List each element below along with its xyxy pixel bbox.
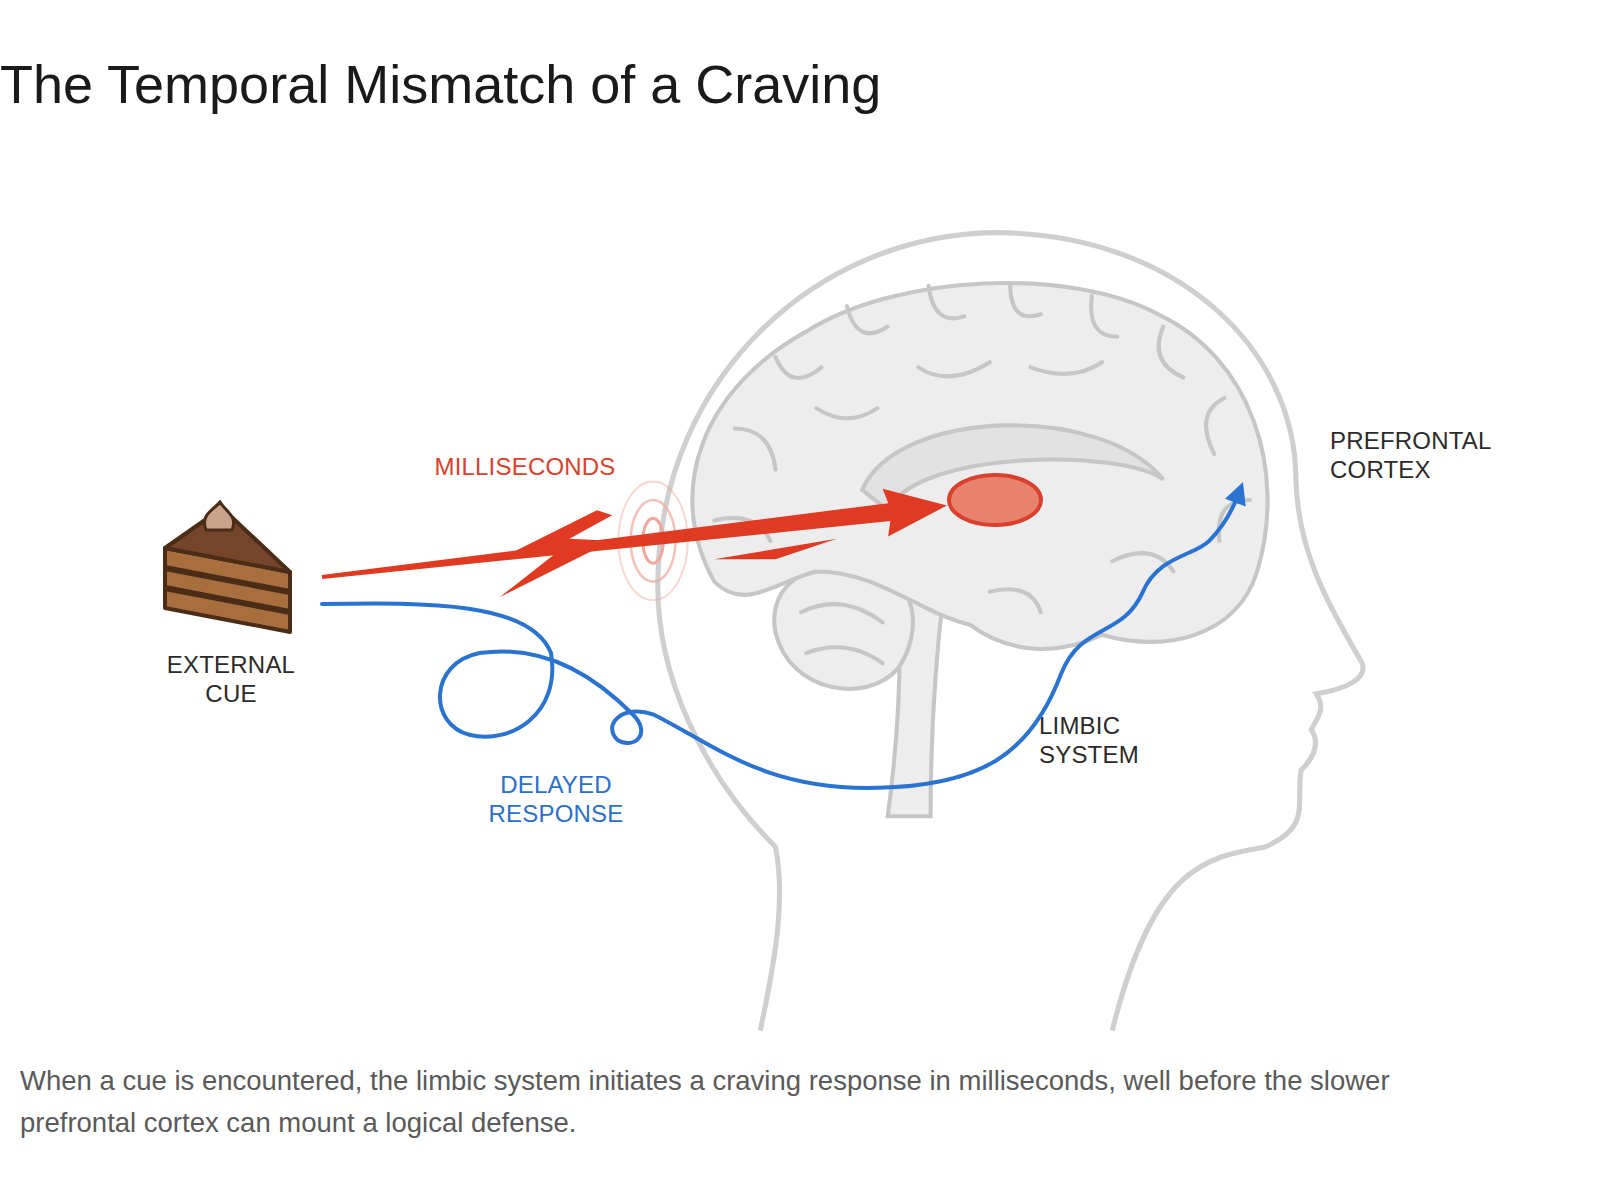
limbic-node: LIMBIC SYSTEM	[946, 472, 1044, 528]
gyrus	[714, 518, 770, 541]
slow-pathway-line	[322, 492, 1239, 788]
gyrus	[1010, 284, 1041, 317]
arrow-head	[1225, 482, 1246, 506]
connector	[322, 489, 947, 579]
gyrus	[776, 357, 822, 378]
cue-node: EXTERNAL CUE	[140, 500, 322, 720]
limbic-oval	[946, 472, 1044, 528]
gyrus	[801, 604, 883, 622]
impact-rings	[618, 482, 687, 600]
connector	[322, 482, 1246, 788]
illustration-group	[500, 233, 1363, 1031]
gyrus	[1206, 398, 1224, 454]
gyrus	[806, 647, 883, 663]
cream-dollop	[205, 502, 234, 530]
gyrus	[1159, 327, 1184, 378]
fast-pathway-arrow	[322, 489, 947, 579]
gyrus	[816, 408, 877, 418]
node-label: PREFRONTAL CORTEX	[1330, 426, 1500, 484]
limbic-oval-shape	[949, 475, 1041, 525]
diagram-caption: When a cue is encountered, the limbic sy…	[20, 1060, 1510, 1144]
gyrus	[929, 286, 965, 319]
cortex-node: PREFRONTAL CORTEX	[1243, 420, 1500, 490]
ring	[643, 518, 663, 563]
gyrus	[735, 429, 776, 470]
ring	[618, 482, 687, 600]
cake-layer-line	[165, 568, 290, 592]
node-label: LIMBIC SYSTEM	[1039, 711, 1169, 769]
gyrus	[847, 306, 888, 333]
node-label: EXTERNAL CUE	[161, 650, 301, 708]
cerebrum	[692, 283, 1267, 649]
head-outline	[658, 233, 1363, 1031]
cake-layer-line	[165, 588, 290, 612]
ring	[631, 500, 676, 582]
lightning-bolt	[500, 510, 612, 597]
gyrus	[1091, 296, 1117, 337]
gyrus	[1219, 500, 1250, 541]
lightning-streak	[714, 539, 836, 559]
cake-icon	[140, 500, 322, 640]
diagram-title: The Temporal Mismatch of a Craving	[0, 52, 881, 116]
edge-label: MILLISECONDS	[430, 452, 620, 481]
gyrus	[1112, 553, 1173, 571]
gyrus	[1031, 362, 1102, 374]
gyrus	[990, 589, 1041, 612]
gyrus	[918, 362, 989, 376]
brain-gyri	[714, 284, 1250, 664]
edge-label: DELAYED RESPONSE	[471, 770, 641, 828]
